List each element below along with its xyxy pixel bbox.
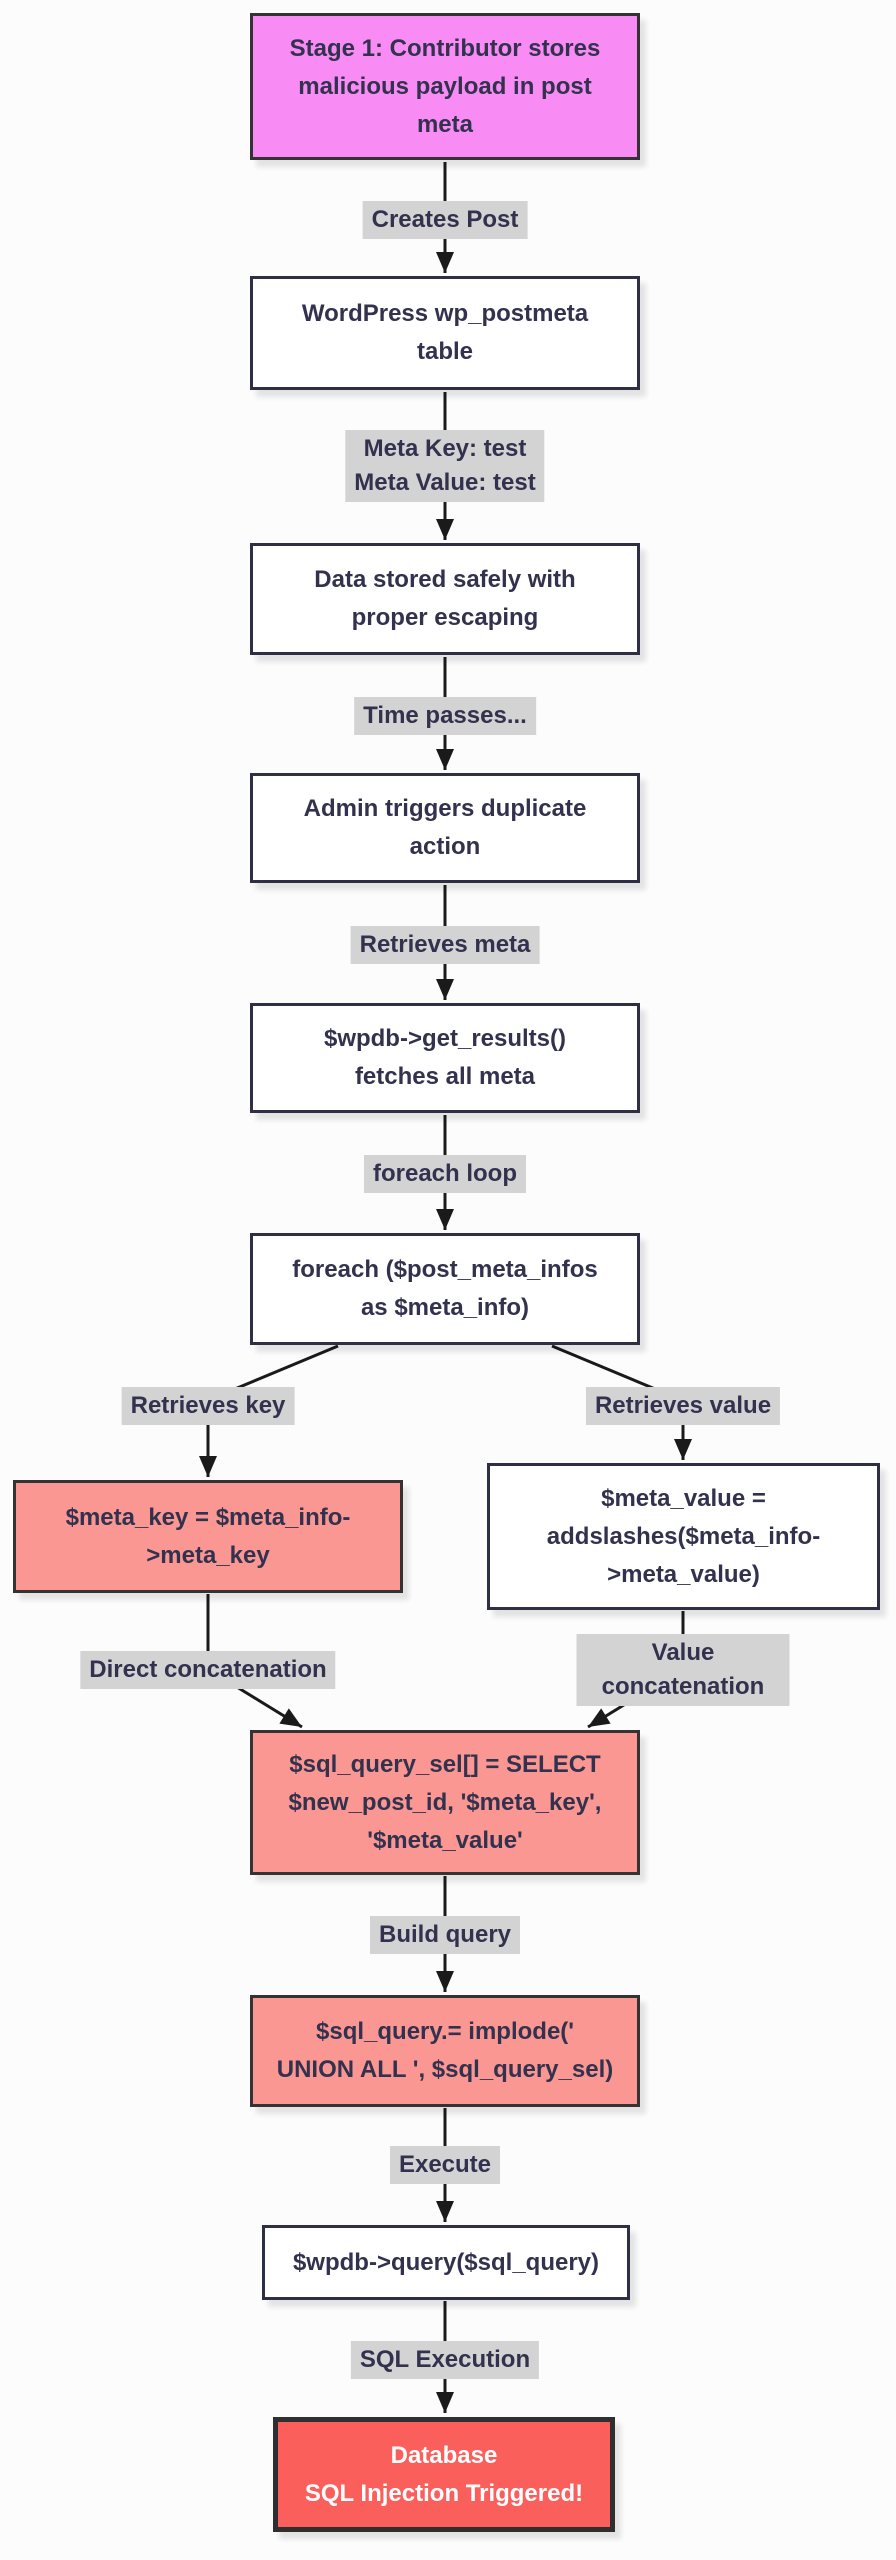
node-stage1: Stage 1: Contributor stores malicious pa…: [250, 13, 640, 160]
edge-direct-concat-arrow: [231, 1682, 303, 1729]
node-implode-query: $sql_query.= implode(' UNION ALL ', $sql…: [250, 1995, 640, 2107]
node-get-results: $wpdb->get_results() fetches all meta: [250, 1003, 640, 1113]
edge-label-meta-key-value: Meta Key: test Meta Value: test: [345, 430, 545, 502]
edge-label-foreach-loop: foreach loop: [363, 1155, 527, 1193]
edge-label-retrieves-meta: Retrieves meta: [350, 926, 540, 964]
node-postmeta-table: WordPress wp_postmeta table: [250, 276, 640, 390]
node-meta-key: $meta_key = $meta_info- >meta_key: [13, 1480, 403, 1593]
node-sql-query-sel: $sql_query_sel[] = SELECT $new_post_id, …: [250, 1730, 640, 1875]
edge-label-direct-concatenation: Direct concatenation: [80, 1651, 336, 1689]
edge-label-value-concatenation: Value concatenation: [576, 1634, 790, 1706]
edge-label-execute: Execute: [389, 2146, 501, 2184]
edge-label-retrieves-value: Retrieves value: [585, 1387, 781, 1425]
node-safe-storage: Data stored safely with proper escaping: [250, 543, 640, 655]
edge-label-creates-post: Creates Post: [362, 201, 528, 239]
node-foreach-loop: foreach ($post_meta_infos as $meta_info): [250, 1233, 640, 1345]
node-admin-action: Admin triggers duplicate action: [250, 773, 640, 883]
edge-label-build-query: Build query: [369, 1916, 521, 1954]
edge-label-retrieves-key: Retrieves key: [121, 1387, 295, 1425]
edge-label-sql-execution: SQL Execution: [350, 2341, 540, 2379]
node-meta-value: $meta_value = addslashes($meta_info- >me…: [487, 1463, 880, 1610]
edge-label-time-passes: Time passes...: [354, 697, 536, 735]
node-wpdb-query: $wpdb->query($sql_query): [262, 2225, 630, 2300]
node-database: Database SQL Injection Triggered!: [273, 2417, 615, 2532]
